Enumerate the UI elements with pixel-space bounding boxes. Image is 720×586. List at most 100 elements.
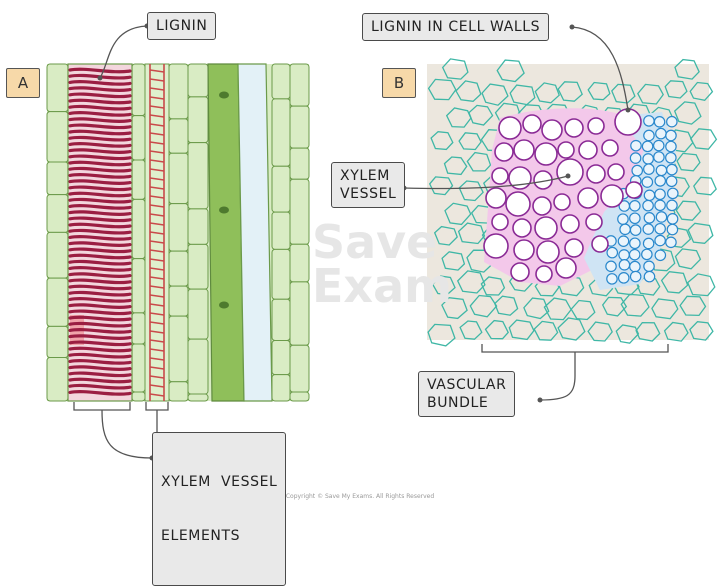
label-vascular-bundle-line-1: VASCULAR — [427, 377, 507, 393]
phloem-cell — [629, 260, 641, 273]
ground-cell — [676, 152, 701, 172]
phloem-cell — [605, 260, 617, 273]
parenchyma-cell — [46, 325, 69, 359]
ground-cell — [484, 319, 509, 340]
xylem-vessel-cell — [498, 116, 522, 140]
ground-cell — [693, 176, 717, 196]
phloem-cell — [666, 115, 678, 128]
parenchyma-cell — [289, 178, 310, 245]
ground-cell — [587, 321, 613, 342]
phloem-cell — [666, 199, 678, 212]
bracket-ring-element — [145, 402, 169, 411]
lignin-band — [68, 266, 132, 272]
lignin-band — [68, 197, 132, 204]
parenchyma-cell — [187, 338, 209, 395]
lignin-band — [68, 185, 132, 192]
lignin-ring-thickening — [149, 64, 165, 401]
lignin-band — [68, 377, 132, 384]
phloem-cell — [618, 259, 631, 271]
lignin-ring — [149, 186, 165, 190]
phloem-cell — [654, 175, 667, 187]
xylem-vessel-cell — [585, 213, 603, 231]
ground-cell — [673, 101, 702, 125]
lignin-band — [68, 328, 132, 334]
lignin-ring — [149, 258, 165, 262]
panel-a-badge: A — [6, 68, 40, 98]
ground-cell — [620, 293, 650, 317]
lignin-band — [68, 278, 132, 285]
lignin-band — [68, 216, 132, 223]
parenchyma-cell — [131, 198, 146, 260]
parenchyma-cell — [271, 374, 291, 402]
parenchyma-cell — [289, 63, 310, 107]
xylem-vessel-cell — [591, 235, 609, 253]
bracket-vascular-bundle — [481, 344, 669, 353]
lignin-band — [68, 235, 132, 241]
parenchyma-cell — [187, 393, 209, 402]
parenchyma-cell — [168, 381, 189, 402]
label-elements-line-1: XYLEM VESSEL — [161, 474, 278, 490]
parenchyma-cell — [187, 96, 209, 144]
label-vascular-bundle: VASCULAR BUNDLE — [418, 371, 516, 417]
leader-elements-a — [101, 409, 153, 459]
ground-cell — [441, 58, 469, 80]
lignin-ring — [149, 231, 165, 235]
xylem-vessel-cell — [491, 213, 509, 231]
phloem-cell — [665, 151, 677, 164]
ground-cell — [430, 131, 454, 151]
ground-cell — [689, 128, 718, 150]
lignin-band — [68, 334, 132, 340]
phloem-cell — [643, 115, 655, 127]
phloem-cell — [618, 249, 630, 261]
phloem-cell — [606, 246, 619, 259]
lignin-band — [68, 67, 132, 74]
phloem-cell — [667, 187, 679, 200]
phloem-cell — [643, 212, 656, 224]
xylem-vessel-cell — [536, 240, 560, 264]
ground-cell — [557, 81, 583, 102]
phloem-cell — [654, 222, 666, 235]
xylem-vessel-cell — [600, 184, 624, 208]
lignin-band — [68, 86, 132, 92]
lignin-ring — [149, 177, 165, 181]
leader-xylem-vessel — [403, 175, 569, 190]
lignin-ring — [149, 312, 165, 316]
parenchyma-cell — [131, 63, 146, 117]
phloem-cell — [654, 234, 666, 247]
ground-cell — [427, 78, 457, 101]
parenchyma-cell — [131, 343, 146, 393]
ground-cell — [534, 82, 560, 104]
phloem-cell — [629, 212, 641, 225]
lignin-band — [68, 80, 132, 86]
xylem-vessel-cell — [564, 118, 584, 138]
phloem-strand — [237, 63, 273, 402]
phloem-cell — [619, 223, 631, 236]
lignin-band — [68, 290, 132, 297]
phloem-cell — [643, 270, 656, 283]
phloem-cell — [653, 151, 665, 163]
parenchyma-cell — [131, 312, 146, 345]
watermark-line-1: Save — [312, 215, 438, 269]
parenchyma-cell — [289, 243, 310, 283]
lignin-band — [68, 309, 132, 316]
lignin-band — [68, 321, 132, 328]
parenchyma-cell — [289, 391, 310, 402]
ground-cell — [459, 320, 483, 340]
phloem-cell — [642, 153, 654, 165]
parenchyma-cell — [46, 194, 69, 233]
ground-cell — [533, 320, 559, 341]
ground-cell — [458, 132, 482, 151]
xylem-vessel-cell — [614, 108, 642, 136]
sieve-plates — [219, 91, 229, 309]
parenchyma-cell — [131, 258, 146, 314]
xylem-vessel-cell — [577, 187, 599, 209]
phloem-cell — [630, 139, 642, 152]
lignin-band — [68, 129, 132, 136]
phloem-cell — [629, 270, 642, 283]
phloem-cell — [655, 211, 668, 223]
diagram: Save Exam A B LIGNIN LIGNIN IN CELL WALL… — [6, 12, 718, 586]
lignin-band — [68, 352, 132, 359]
pointer-lignin — [97, 75, 103, 81]
lignin-ring — [149, 159, 165, 163]
lignin-band — [68, 104, 132, 111]
